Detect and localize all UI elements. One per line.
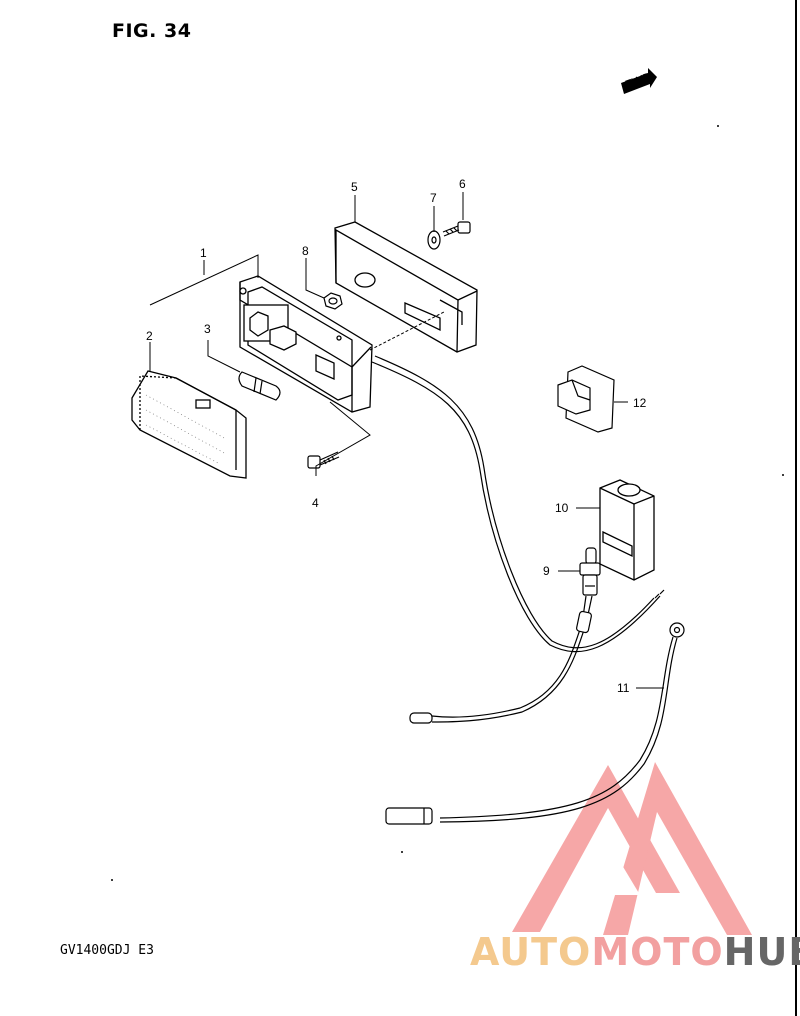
part-2-lens bbox=[131, 370, 247, 479]
watermark-text: AUTOMOTOHUB bbox=[470, 930, 800, 974]
fwd-arrow-icon: FWD bbox=[621, 68, 657, 94]
part-3-bulb bbox=[238, 371, 281, 401]
callout-4: 4 bbox=[312, 496, 319, 510]
part-8-nut bbox=[323, 292, 343, 310]
part-5-housing bbox=[334, 221, 478, 353]
callout-10: 10 bbox=[555, 501, 569, 515]
fwd-label: FWD bbox=[623, 69, 654, 92]
part-11-ground-wire bbox=[385, 622, 685, 825]
figure-title: FIG. 34 bbox=[112, 20, 192, 42]
callout-1: 1 bbox=[200, 246, 207, 260]
part-1-socket-base bbox=[239, 275, 373, 413]
watermark-text-auto: AUTO bbox=[470, 930, 592, 974]
callout-12: 12 bbox=[633, 396, 647, 410]
leader-lines bbox=[149, 192, 664, 689]
part-4-screw bbox=[307, 451, 340, 469]
model-code: GV1400GDJ E3 bbox=[60, 943, 154, 958]
part-10-grommet bbox=[599, 479, 655, 581]
callout-3: 3 bbox=[204, 322, 211, 336]
part-6-screw bbox=[442, 221, 471, 237]
callout-8: 8 bbox=[302, 244, 309, 258]
part-12-clip bbox=[557, 365, 615, 433]
watermark-logo bbox=[512, 762, 752, 935]
watermark-text-hub: HUB bbox=[723, 930, 800, 974]
wiring-harness bbox=[371, 355, 665, 724]
callout-9: 9 bbox=[543, 564, 550, 578]
watermark-text-moto: MOTO bbox=[591, 930, 724, 974]
part-9-switch bbox=[579, 547, 601, 596]
part-7-washer bbox=[427, 230, 441, 250]
callout-7: 7 bbox=[430, 191, 437, 205]
callout-5: 5 bbox=[351, 180, 358, 194]
callout-11: 11 bbox=[617, 681, 630, 695]
callout-2: 2 bbox=[146, 329, 153, 343]
callout-6: 6 bbox=[459, 177, 466, 191]
